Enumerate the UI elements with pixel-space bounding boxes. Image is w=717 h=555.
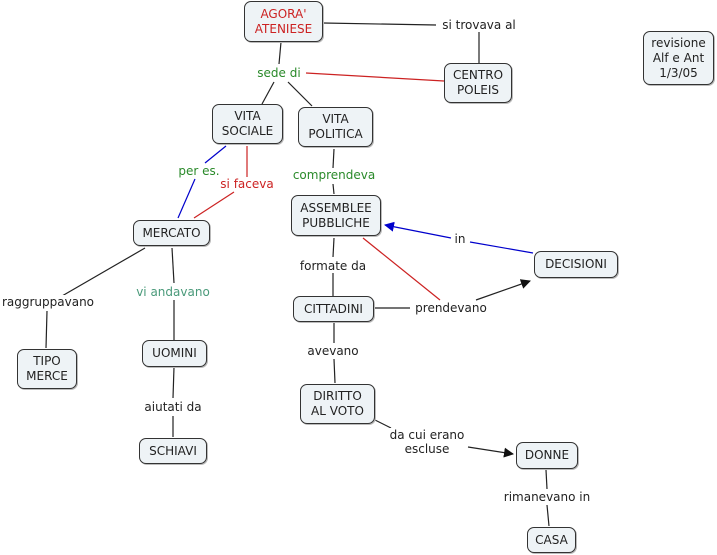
- link-peres-mercato-blue: [177, 178, 196, 219]
- link-sifaceva-mercato-red: [193, 191, 235, 219]
- link-uomini-aiutati: [172, 366, 175, 399]
- link-label-si-faceva[interactable]: si faceva: [218, 177, 276, 191]
- link-label-aiutati-da[interactable]: aiutati da: [142, 400, 204, 414]
- concept-agora-ateniese[interactable]: AGORA' ATENIESE: [244, 1, 323, 42]
- link-mercato-raggruppavano: [61, 247, 146, 297]
- link-sede-centro-red: [305, 72, 445, 82]
- concept-mercato[interactable]: MERCATO: [133, 220, 210, 246]
- link-dacui-donne: [467, 446, 514, 458]
- concept-diritto-al-voto[interactable]: DIRITTO AL VOTO: [300, 384, 375, 424]
- link-assemblee-prendevano-red: [362, 237, 441, 301]
- link-avevano-diritto: [333, 358, 336, 384]
- concept-vita-politica[interactable]: VITA POLITICA: [298, 107, 373, 147]
- concept-assemblee-pubbliche[interactable]: ASSEMBLEE PUBBLICHE: [291, 195, 381, 236]
- concept-donne[interactable]: DONNE: [516, 442, 578, 469]
- link-sede-vitapolitica: [287, 81, 313, 107]
- link-donne-rimanevano: [545, 469, 548, 490]
- link-label-prendevano[interactable]: prendevano: [413, 301, 489, 315]
- concept-casa[interactable]: CASA: [527, 527, 576, 553]
- concept-centro-poleis[interactable]: CENTRO POLEIS: [444, 63, 512, 103]
- concept-schiavi[interactable]: SCHIAVI: [139, 438, 207, 464]
- link-prendevano-decisioni: [475, 279, 531, 301]
- link-assemblee-formate: [332, 237, 335, 258]
- link-label-rimanevano-in[interactable]: rimanevano in: [501, 490, 593, 504]
- link-in-assemblee-blue: [384, 221, 452, 239]
- concept-decisioni[interactable]: DECISIONI: [534, 251, 618, 278]
- link-sede-vitasociale: [261, 81, 275, 105]
- link-vitasociale-peres-blue: [204, 145, 227, 164]
- link-label-da-cui-erano-escluse[interactable]: da cui erano escluse: [387, 428, 467, 456]
- concept-tipo-merce[interactable]: TIPO MERCE: [17, 349, 77, 389]
- link-label-avevano[interactable]: avevano: [305, 344, 361, 358]
- link-label-si-trovava-al[interactable]: si trovava al: [440, 18, 518, 32]
- link-rimanevano-casa: [546, 504, 550, 527]
- link-raggruppavano-tipomerce: [45, 310, 48, 349]
- link-comprendeva-assemblee: [332, 183, 335, 195]
- concept-uomini[interactable]: UOMINI: [142, 340, 207, 367]
- link-label-vi-andavano[interactable]: vi andavano: [134, 285, 212, 299]
- link-label-per-es[interactable]: per es.: [176, 164, 222, 178]
- link-agora-sitrovava: [322, 22, 437, 26]
- concept-vita-sociale[interactable]: VITA SOCIALE: [212, 104, 283, 144]
- link-label-in[interactable]: in: [452, 232, 468, 246]
- link-label-sede-di[interactable]: sede di: [255, 66, 303, 80]
- link-decisioni-in-blue: [469, 241, 534, 254]
- concept-cittadini[interactable]: CITTADINI: [293, 296, 374, 322]
- link-label-raggruppavano[interactable]: raggruppavano: [0, 295, 97, 309]
- link-diritto-dacui: [374, 419, 392, 429]
- concept-revisione[interactable]: revisione Alf e Ant 1/3/05: [643, 31, 714, 85]
- link-mercato-viandavano: [171, 247, 175, 284]
- link-label-comprendeva[interactable]: comprendeva: [290, 168, 378, 182]
- link-agora-sede: [278, 41, 282, 65]
- link-vitapolitica-comprendeva: [332, 148, 335, 169]
- link-label-formate-da[interactable]: formate da: [297, 259, 369, 273]
